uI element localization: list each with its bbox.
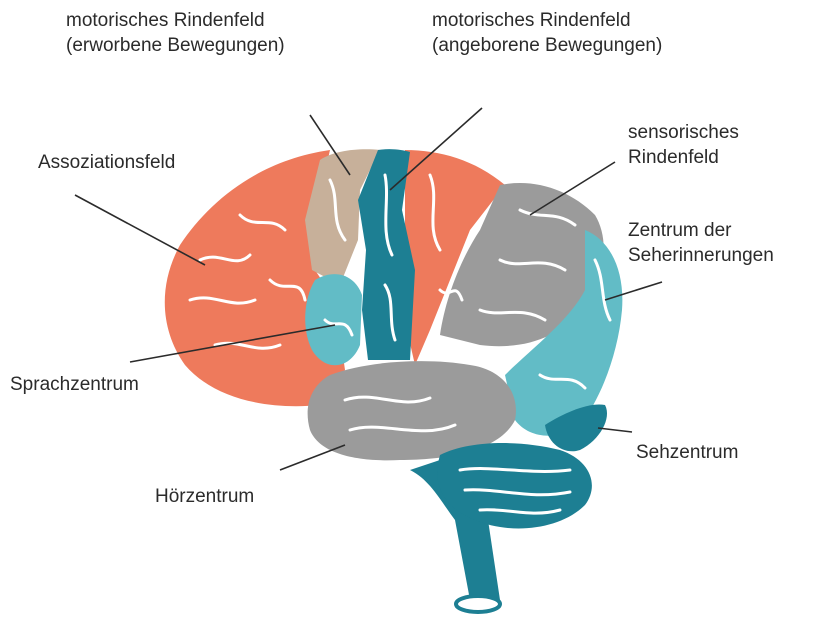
label-association-field: Assoziationsfeld <box>38 150 175 175</box>
label-visual-memory-center-line1: Zentrum der <box>628 218 774 243</box>
label-motor-field-acquired-line2: (erworbene Bewegungen) <box>66 33 285 58</box>
label-auditory-center-line1: Hörzentrum <box>155 484 254 509</box>
label-motor-field-acquired: motorisches Rindenfeld (erworbene Bewegu… <box>66 8 285 58</box>
leader-line-auditory <box>280 445 345 470</box>
label-association-field-line1: Assoziationsfeld <box>38 150 175 175</box>
label-motor-field-innate-line2: (angeborene Bewegungen) <box>432 33 662 58</box>
label-visual-center-line1: Sehzentrum <box>636 440 738 465</box>
label-visual-memory-center: Zentrum der Seherinnerungen <box>628 218 774 268</box>
label-visual-memory-center-line2: Seherinnerungen <box>628 243 774 268</box>
label-motor-field-innate-line1: motorisches Rindenfeld <box>432 8 662 33</box>
label-sensory-field-line1: sensorisches <box>628 120 739 145</box>
speech-center-region <box>305 274 362 365</box>
label-sensory-field: sensorisches Rindenfeld <box>628 120 739 170</box>
label-visual-center: Sehzentrum <box>636 440 738 465</box>
label-auditory-center: Hörzentrum <box>155 484 254 509</box>
label-sensory-field-line2: Rindenfeld <box>628 145 739 170</box>
label-motor-field-acquired-line1: motorisches Rindenfeld <box>66 8 285 33</box>
label-speech-center-line1: Sprachzentrum <box>10 372 139 397</box>
leader-line-association <box>75 195 205 265</box>
label-motor-field-innate: motorisches Rindenfeld (angeborene Beweg… <box>432 8 662 58</box>
leader-line-visual <box>598 428 632 432</box>
brainstem-end <box>456 596 500 612</box>
label-speech-center: Sprachzentrum <box>10 372 139 397</box>
